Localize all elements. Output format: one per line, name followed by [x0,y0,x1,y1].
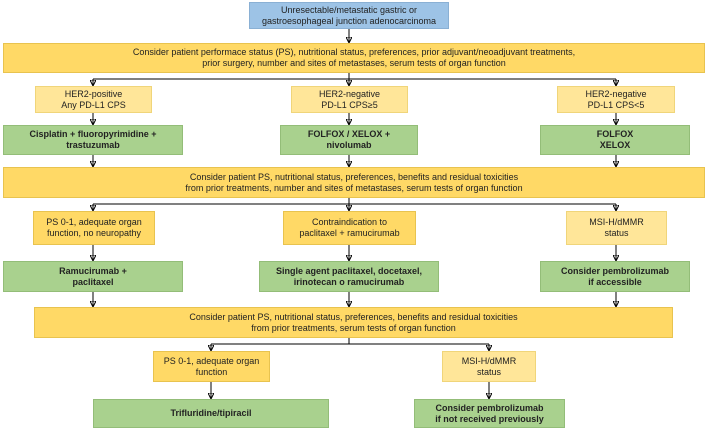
condition-ps-no-neuropathy: PS 0-1, adequate organ function, no neur… [33,211,155,245]
condition-her2-negative-cps-high: HER2-negative PD-L1 CPS≥5 [291,86,408,113]
consider-step-1: Consider patient performace status (PS),… [3,43,705,73]
condition-msi-h-dmmr: MSI-H/dMMR status [566,211,667,245]
condition-her2-positive: HER2-positive Any PD-L1 CPS [35,86,152,113]
start-box: Unresectable/metastatic gastric or gastr… [249,2,449,29]
consider-step-3: Consider patient PS, nutritional status,… [34,307,673,338]
treatment-ramucirumab-paclitaxel: Ramucirumab + paclitaxel [3,261,183,292]
treatment-cisplatin-trastuzumab: Cisplatin + fluoropyrimidine + trastuzum… [3,125,183,155]
treatment-single-agent: Single agent paclitaxel, docetaxel, irin… [259,261,439,292]
treatment-pembrolizumab-not-received: Consider pembrolizumab if not received p… [414,399,565,428]
treatment-pembrolizumab-accessible: Consider pembrolizumab if accessible [540,261,690,292]
condition-msi-h-dmmr-3: MSI-H/dMMR status [442,351,536,382]
condition-her2-negative-cps-low: HER2-negative PD-L1 CPS<5 [557,86,675,113]
treatment-folfox-nivolumab: FOLFOX / XELOX + nivolumab [280,125,418,155]
treatment-trifluridine-tipiracil: Trifluridine/tipiracil [93,399,329,428]
treatment-folfox-xelox: FOLFOX XELOX [540,125,690,155]
consider-step-2: Consider patient PS, nutritional status,… [3,167,705,198]
condition-ps-adequate: PS 0-1, adequate organ function [153,351,270,382]
condition-contraindication: Contraindication to paclitaxel + ramucir… [283,211,416,245]
